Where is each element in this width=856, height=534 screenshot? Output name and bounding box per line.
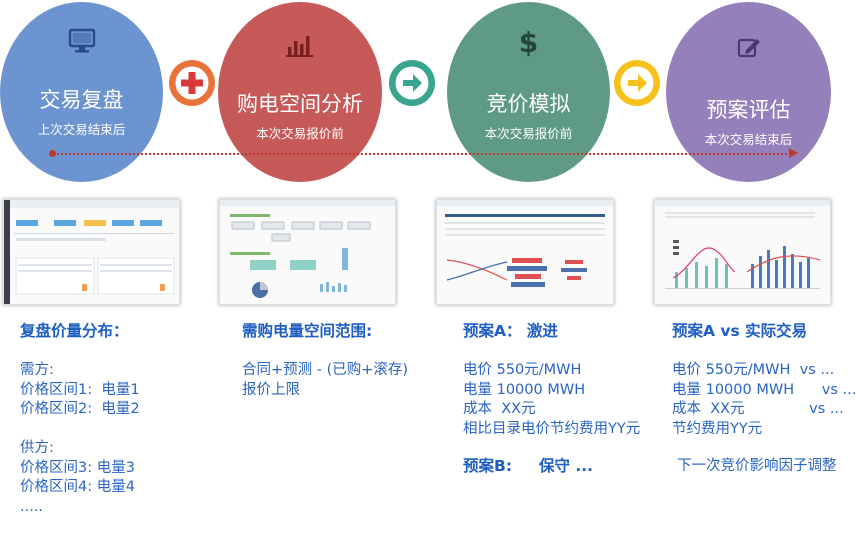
text-line: .....: [20, 498, 44, 515]
screenshot-space-analysis: [219, 199, 396, 305]
text-line: 电量 10000 MWH vs ...: [672, 381, 856, 398]
text-line: 成本 XX元 vs ...: [672, 401, 844, 417]
arrow-right-icon: [614, 60, 660, 106]
text-line: 价格区间3: 电量3: [20, 459, 135, 476]
stage-subtitle: 上次交易结束后: [37, 122, 126, 137]
column-space-analysis: 需购电量空间范围: ​ 合同+预测 - (已购+滚存) 报价上限: [242, 322, 442, 400]
column-bid-simulation: 预案A： 激进 ​ 电价 550元/MWH 电量 10000 MWH 成本 XX…: [463, 322, 663, 477]
column-trade-review: 复盘价量分布： ​ 需方: 价格区间1: 电量1 价格区间2: 电量2 ​ 供方…: [20, 322, 210, 517]
stage-circle-plan-evaluation: 预案评估 本次交易结束后: [666, 2, 831, 182]
text-line: ​: [242, 342, 442, 362]
stage-circle-trade-review: 交易复盘 上次交易结束后: [0, 2, 163, 182]
text-line: ​: [20, 420, 210, 440]
screenshot-trade-review: [3, 199, 180, 305]
text-line: 需方:: [20, 362, 54, 378]
column-heading: 复盘价量分布：: [20, 322, 129, 340]
dollar-icon: $: [518, 26, 539, 59]
edit-icon: [666, 34, 831, 60]
text-line: 报价上限: [242, 381, 300, 398]
bar-chart-icon: [218, 32, 382, 58]
screenshot-plan-evaluation: [654, 199, 831, 305]
text-line: 成本 XX元: [463, 401, 536, 417]
column-heading: 需购电量空间范围:: [242, 322, 373, 340]
stage-circle-space-analysis: 购电空间分析 本次交易报价前: [218, 2, 382, 182]
monitor-icon: [0, 26, 163, 56]
plan-b-heading: 预案B: 保守 ...: [463, 457, 594, 475]
column-heading: 预案A vs 实际交易: [672, 322, 808, 340]
text-line: ​: [672, 342, 844, 362]
timeline-start-dot: [49, 150, 56, 157]
arrow-right-icon: [389, 60, 435, 106]
timeline-arrowhead: [789, 148, 798, 158]
screenshot-bid-simulation: [436, 199, 614, 305]
text-line: 电量 10000 MWH: [463, 381, 586, 398]
stage-subtitle: 本次交易结束后: [704, 132, 793, 147]
column-heading: 预案A： 激进: [463, 322, 558, 340]
stage-circle-bid-simulation: $ 竞价模拟 本次交易报价前: [447, 2, 610, 182]
footer-note: 下一次竞价影响因子调整: [677, 458, 837, 474]
timeline-dotted-line: [53, 153, 791, 155]
stage-title: 购电空间分析: [237, 92, 363, 116]
column-plan-evaluation: 预案A vs 实际交易 ​ 电价 550元/MWH vs ... 电量 1000…: [672, 322, 856, 477]
stage-title: 交易复盘: [39, 88, 124, 112]
text-line: 相比目录电价节约费用YY元: [463, 420, 641, 437]
text-line: 电价 550元/MWH: [463, 362, 582, 378]
stage-title: 竞价模拟: [486, 92, 571, 116]
text-line: 价格区间1: 电量1: [20, 381, 140, 398]
text-line: 价格区间4: 电量4: [20, 479, 135, 495]
plus-icon: [169, 60, 215, 106]
text-line: 合同+预测 - (已购+滚存): [242, 362, 409, 378]
text-line: ​: [20, 342, 210, 362]
text-line: 供方:: [20, 440, 54, 456]
stage-title: 预案评估: [706, 98, 791, 122]
stage-subtitle: 本次交易报价前: [484, 126, 573, 141]
stage-subtitle: 本次交易报价前: [256, 126, 344, 141]
text-line: 价格区间2: 电量2: [20, 401, 140, 417]
text-line: ​: [463, 342, 663, 362]
text-line: 节约费用YY元: [672, 420, 763, 437]
text-line: 电价 550元/MWH vs ...: [672, 362, 835, 378]
